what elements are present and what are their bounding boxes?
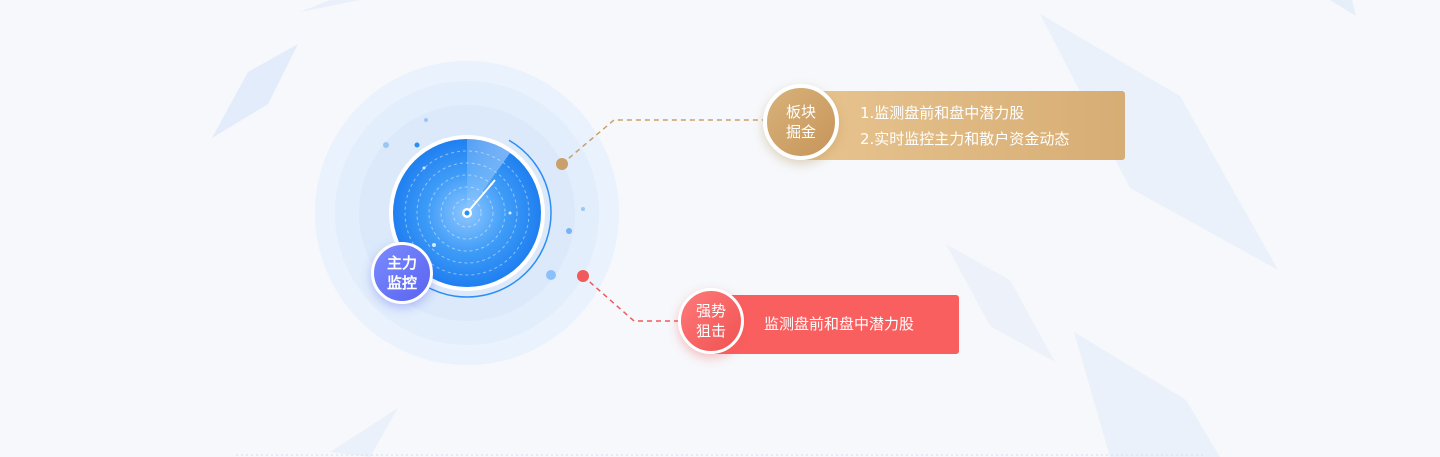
- feature-card-bankuai: 1.监测盘前和盘中潜力股 2.实时监控主力和散户资金动态: [800, 91, 1125, 160]
- badge-bankuai-line2: 掘金: [785, 123, 816, 141]
- badge-bankuai-line1: 板块: [785, 103, 816, 121]
- decorative-shards: [212, 0, 1356, 457]
- feature-item-bankuai-2: 2.实时监控主力和散户资金动态: [860, 130, 1070, 148]
- connector-qiangshi: [577, 270, 680, 322]
- connector-bankuai: [556, 119, 766, 170]
- badge-qiangshi-line1: 强势: [695, 302, 726, 320]
- feature-card-qiangshi: 监测盘前和盘中潜力股: [712, 295, 959, 354]
- feature-item-qiangshi: 监测盘前和盘中潜力股: [764, 315, 915, 333]
- badge-main-monitor: 主力 监控: [371, 242, 433, 304]
- badge-qiangshi-line2: 狙击: [695, 322, 726, 340]
- radar-sweep: [467, 139, 510, 213]
- badge-main-line1: 主力: [386, 254, 417, 272]
- badge-bankuai: 板块 掘金: [763, 84, 839, 160]
- badge-qiangshi: 强势 狙击: [678, 288, 744, 354]
- radar-dots: [383, 118, 585, 280]
- feature-item-bankuai-1: 1.监测盘前和盘中潜力股: [860, 104, 1025, 122]
- radar-graphic: [382, 128, 552, 298]
- badge-main-line2: 监控: [386, 274, 417, 292]
